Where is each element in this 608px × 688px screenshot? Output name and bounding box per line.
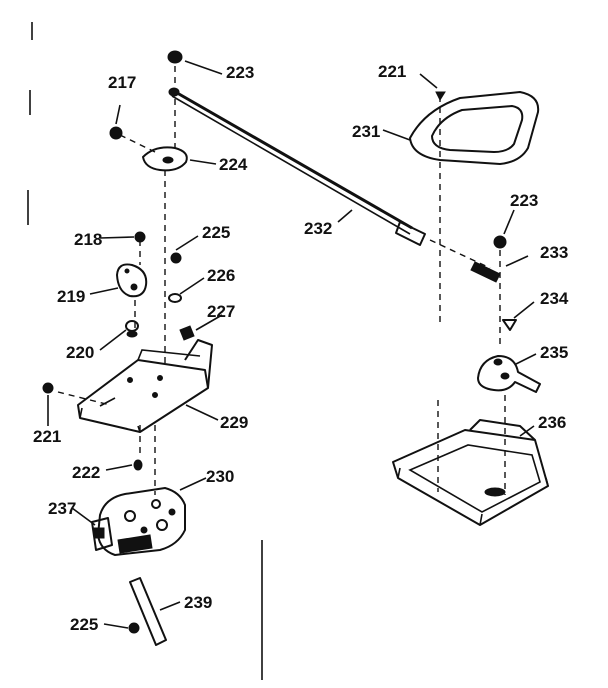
label-227: 227	[207, 302, 235, 321]
label-229: 229	[220, 413, 248, 432]
alignment-lines	[57, 66, 506, 495]
part-222-screw	[133, 459, 143, 471]
label-237: 237	[48, 499, 76, 518]
label-224: 224	[219, 155, 248, 174]
label-218: 218	[74, 230, 102, 249]
label-225-upper: 225	[202, 223, 230, 242]
part-223-screw-top	[167, 50, 183, 64]
label-222: 222	[72, 463, 100, 482]
leader-lines	[47, 60, 537, 629]
label-223-right: 223	[510, 191, 538, 210]
part-227-nut	[179, 325, 195, 341]
label-225-lower: 225	[70, 615, 98, 634]
part-221-screw-right	[435, 91, 446, 102]
label-230: 230	[206, 467, 234, 486]
part-218-nut	[134, 231, 146, 243]
part-235-bracket	[477, 355, 541, 393]
label-239: 239	[184, 593, 212, 612]
part-219-clip	[116, 263, 148, 298]
part-230-valve-body	[97, 487, 186, 556]
part-234-nut	[502, 319, 517, 331]
part-225-screw	[170, 252, 182, 264]
part-220-washer	[125, 320, 139, 338]
part-239-tube	[129, 577, 167, 646]
part-224-bracket	[142, 146, 188, 172]
part-237-fitting	[91, 517, 113, 551]
part-223-screw-right	[493, 235, 507, 249]
part-231-escutcheon	[409, 91, 540, 165]
part-226-washer	[168, 293, 182, 303]
label-217: 217	[108, 73, 136, 92]
part-217-screw	[109, 126, 123, 140]
part-labels: 223 217 224 218 225 226 219 227 220 221 …	[33, 62, 569, 634]
label-226: 226	[207, 266, 235, 285]
part-232-rod	[168, 87, 426, 246]
label-236: 236	[538, 413, 566, 432]
label-235: 235	[540, 343, 568, 362]
label-232: 232	[304, 219, 332, 238]
part-236-base-pan	[392, 419, 549, 526]
part-229-mounting-plate	[77, 339, 213, 433]
label-231: 231	[352, 122, 380, 141]
label-233: 233	[540, 243, 568, 262]
part-221-screw-left	[42, 382, 54, 394]
label-219: 219	[57, 287, 85, 306]
scan-edge-marks	[27, 22, 263, 680]
label-223: 223	[226, 63, 254, 82]
label-220: 220	[66, 343, 94, 362]
part-225-screw-bottom	[128, 622, 140, 634]
label-221-right: 221	[378, 62, 406, 81]
label-234: 234	[540, 289, 569, 308]
label-221-left: 221	[33, 427, 61, 446]
part-233-screw	[470, 261, 501, 283]
